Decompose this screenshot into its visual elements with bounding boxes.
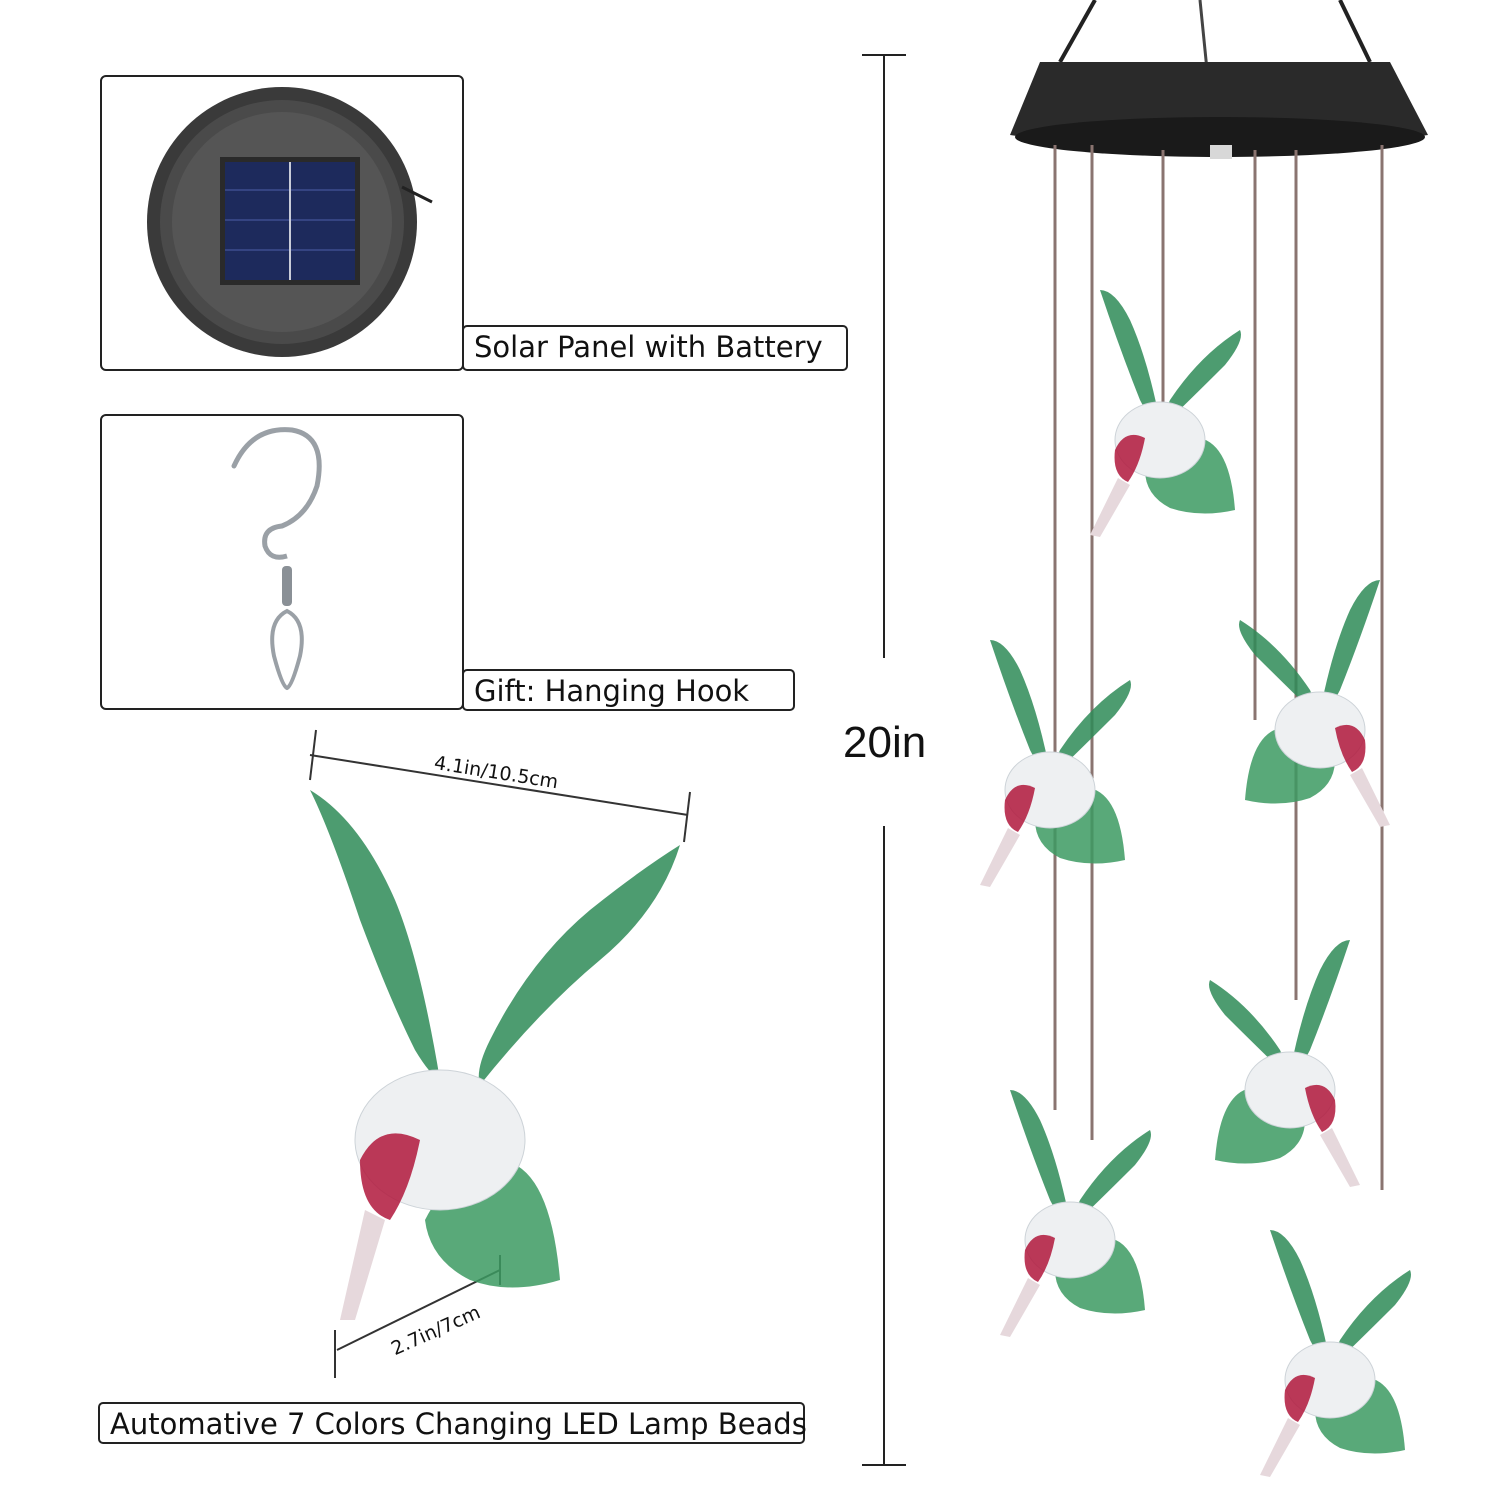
hook-inset	[100, 414, 464, 710]
solar-panel-inset	[100, 75, 464, 371]
wingspan-dimension-line	[309, 754, 689, 816]
body-dimension-line	[336, 1269, 501, 1351]
solar-panel-image	[147, 87, 433, 357]
solar-panel-label: Solar Panel with Battery	[462, 325, 848, 371]
led-label: Automative 7 Colors Changing LED Lamp Be…	[98, 1402, 807, 1444]
hanging-hook-image	[231, 427, 322, 691]
height-text: 20in	[843, 718, 927, 767]
hook-label: Gift: Hanging Hook	[462, 669, 795, 711]
